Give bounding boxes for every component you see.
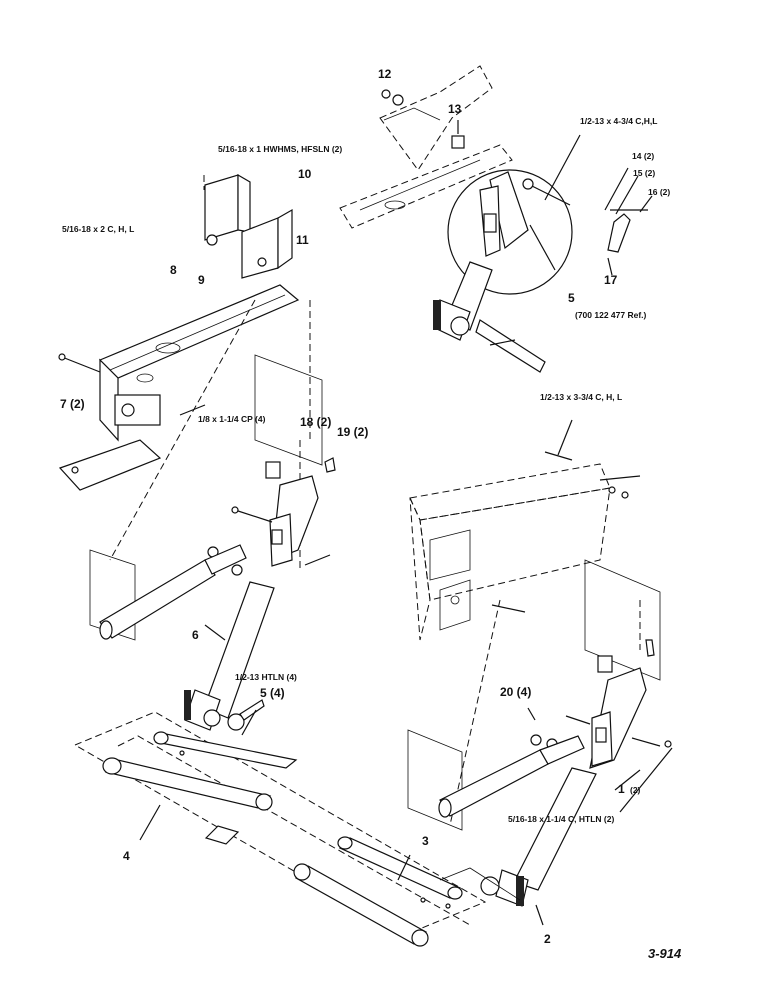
hardware-label-htln: 1/2-13 HTLN (4): [235, 672, 297, 682]
callout-2: 2: [544, 932, 551, 946]
callout-15: 15 (2): [633, 168, 655, 178]
callout-4: 4: [123, 849, 130, 863]
figure-number: 3-914: [648, 946, 682, 961]
hardware-label-cotter-pin: 1/8 x 1-1/4 CP (4): [198, 414, 266, 424]
right-frame-assembly: [407, 419, 661, 831]
tube-assembly: [73, 711, 487, 947]
callout-5-middle: 5 (4): [260, 686, 285, 700]
callout-11: 11: [296, 233, 309, 247]
hardware-label-bolt-4-3-4: 1/2-13 x 4-3/4 C,H,L: [580, 116, 657, 126]
hardware-label-bolt-3-3-4: 1/2-13 x 3-3/4 C, H, L: [540, 392, 622, 402]
right-arm-and-cylinder: [438, 639, 673, 926]
top-right-frame-assembly: [339, 65, 653, 373]
callout-18: 18 (2): [300, 415, 331, 429]
callout-10: 10: [298, 167, 312, 181]
callout-5-reference: (700 122 477 Ref.): [575, 310, 647, 320]
left-arm-and-cylinder: [89, 457, 336, 736]
hardware-label-bolt-1-1-4: 5/16-18 x 1-1/4 C, HTLN (2): [508, 814, 614, 824]
callout-19: 19 (2): [337, 425, 368, 439]
callout-6: 6: [192, 628, 199, 642]
callout-14: 14 (2): [632, 151, 654, 161]
callout-1: 1: [618, 782, 625, 796]
hardware-label-hwhms: 5/16-18 x 1 HWHMS, HFSLN (2): [218, 144, 342, 154]
callout-5-top: 5: [568, 291, 575, 305]
callout-labels: 12 13 1/2-13 x 4-3/4 C,H,L 14 (2) 15 (2)…: [60, 67, 682, 961]
left-frame-assembly: [58, 173, 323, 570]
callout-20: 20 (4): [500, 685, 531, 699]
callout-12: 12: [378, 67, 392, 81]
callout-8: 8: [170, 263, 177, 277]
callout-9: 9: [198, 273, 205, 287]
callout-3: 3: [422, 834, 429, 848]
callout-1-quantity: (2): [630, 785, 641, 795]
callout-13: 13: [448, 102, 462, 116]
callout-17: 17: [604, 273, 618, 287]
hardware-label-bolt-2: 5/16-18 x 2 C, H, L: [62, 224, 134, 234]
callout-7: 7 (2): [60, 397, 85, 411]
callout-16: 16 (2): [648, 187, 670, 197]
